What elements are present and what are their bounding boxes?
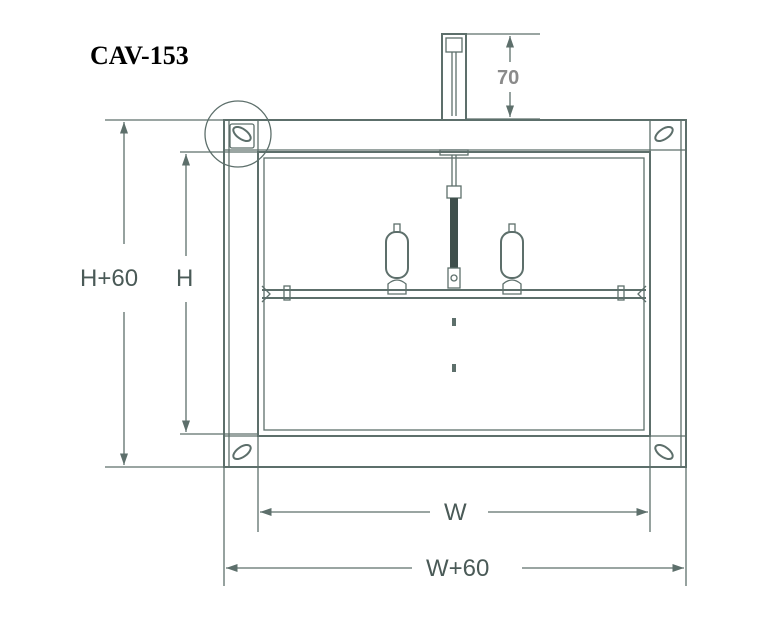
outer-frame	[223, 119, 687, 468]
inner-width-label: W	[444, 499, 467, 526]
inner-width-dimension	[257, 467, 651, 532]
outer-height-label: H+60	[80, 265, 138, 292]
actuator-height-label: 70	[497, 67, 519, 89]
mounting-slots	[229, 123, 674, 461]
outer-width-dimension	[223, 467, 687, 586]
inner-frame	[257, 151, 651, 437]
actuator-height-dimension	[466, 33, 540, 120]
inner-height-label: H	[176, 265, 193, 292]
damper-shaft	[261, 285, 647, 303]
spring-rod	[439, 149, 469, 372]
actuator	[441, 33, 467, 121]
outer-height-dimension	[105, 119, 224, 468]
inner-height-dimension	[180, 151, 258, 435]
right-counterweight	[500, 223, 524, 295]
drawing-title: CAV-153	[90, 41, 189, 70]
left-counterweight	[385, 223, 409, 295]
detail-circle	[204, 100, 272, 168]
outer-width-label: W+60	[426, 555, 489, 582]
